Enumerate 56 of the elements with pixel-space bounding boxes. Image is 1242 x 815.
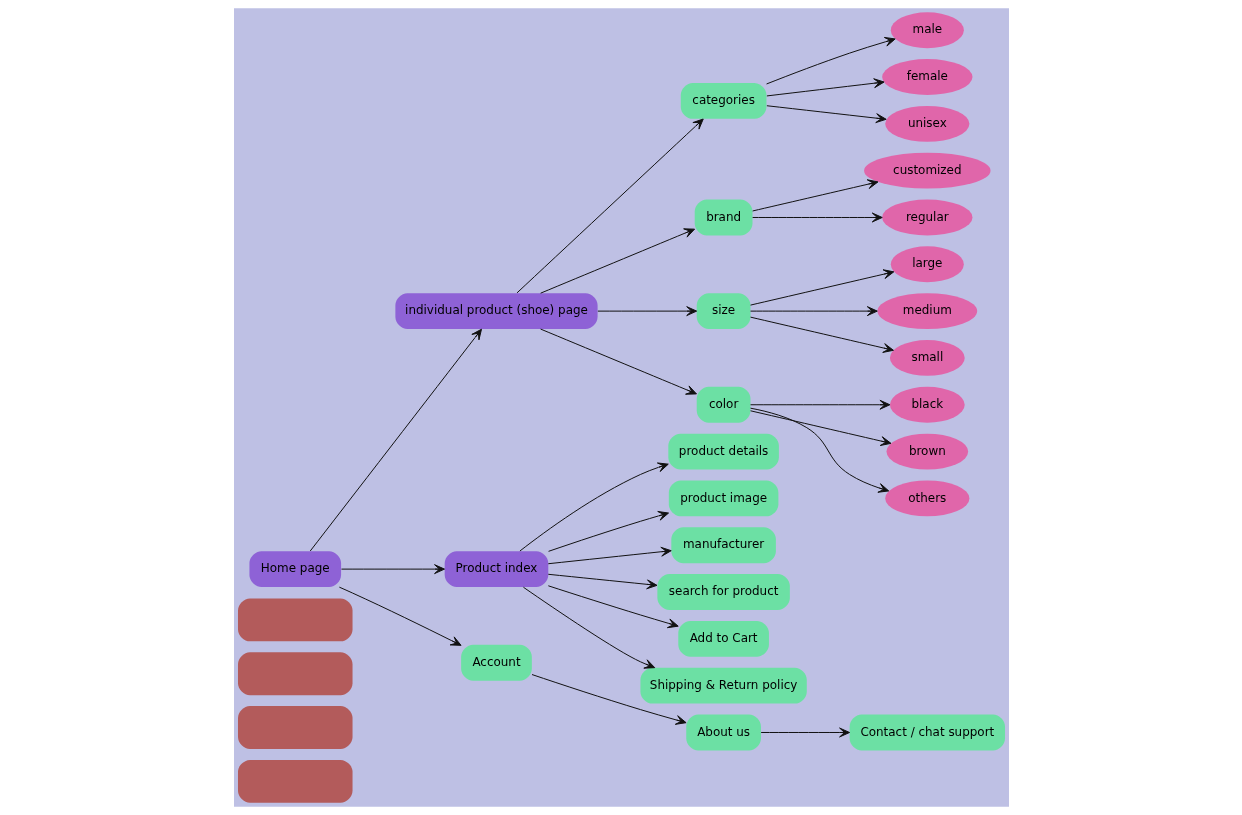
node-box: brand bbox=[694, 199, 752, 236]
node-ellipse: black bbox=[889, 386, 965, 423]
arrow bbox=[749, 316, 894, 353]
arrow bbox=[749, 399, 890, 410]
node-box: Add to Cart bbox=[677, 620, 769, 657]
node-box bbox=[237, 652, 353, 696]
node-box: individual product (shoe) page bbox=[394, 293, 598, 330]
node-box: Account bbox=[460, 644, 532, 681]
node-box: manufacturer bbox=[670, 527, 776, 564]
arrow bbox=[547, 585, 679, 629]
arrow bbox=[749, 407, 889, 493]
node-box: search for product bbox=[656, 574, 790, 610]
node-box: product image bbox=[668, 480, 778, 517]
arrow bbox=[765, 36, 896, 85]
node-ellipse: unisex bbox=[884, 105, 969, 142]
node-box: size bbox=[696, 293, 750, 330]
node-ellipse: small bbox=[889, 340, 965, 376]
node-ellipse: others bbox=[884, 480, 969, 517]
node-ellipse: medium bbox=[876, 293, 977, 330]
arrow bbox=[547, 573, 657, 590]
arrow bbox=[547, 546, 672, 565]
node-box bbox=[237, 706, 353, 749]
node-ellipse: brown bbox=[885, 433, 968, 470]
arrow bbox=[596, 306, 697, 317]
arrow bbox=[765, 105, 887, 124]
arrow bbox=[338, 586, 462, 646]
node-ellipse: regular bbox=[881, 199, 972, 236]
node-ellipse: male bbox=[890, 12, 964, 49]
node-box: Product index bbox=[444, 551, 548, 588]
arrow bbox=[522, 586, 655, 669]
arrow bbox=[751, 212, 883, 223]
arrow bbox=[749, 269, 894, 306]
arrow bbox=[765, 78, 885, 97]
node-box: Shipping & Return policy bbox=[639, 667, 807, 704]
node-box bbox=[237, 759, 353, 803]
node-box: color bbox=[696, 386, 750, 423]
arrow bbox=[751, 179, 878, 212]
node-box: product details bbox=[667, 433, 779, 470]
node-box bbox=[237, 598, 353, 642]
arrow bbox=[516, 118, 704, 294]
arrow bbox=[531, 674, 687, 725]
node-ellipse: large bbox=[890, 246, 964, 283]
arrow bbox=[309, 328, 482, 552]
arrow bbox=[518, 462, 669, 552]
arrow bbox=[760, 727, 850, 738]
arrow bbox=[340, 564, 445, 575]
arrow bbox=[749, 306, 878, 317]
arrow bbox=[539, 228, 695, 294]
arrow bbox=[539, 328, 697, 395]
arrow bbox=[547, 511, 669, 552]
node-box: Home page bbox=[248, 551, 341, 588]
node-box: Contact / chat support bbox=[849, 714, 1005, 751]
arrow bbox=[749, 410, 891, 446]
node-box: About us bbox=[685, 714, 761, 751]
node-box: categories bbox=[680, 83, 766, 119]
node-ellipse: female bbox=[881, 59, 972, 95]
